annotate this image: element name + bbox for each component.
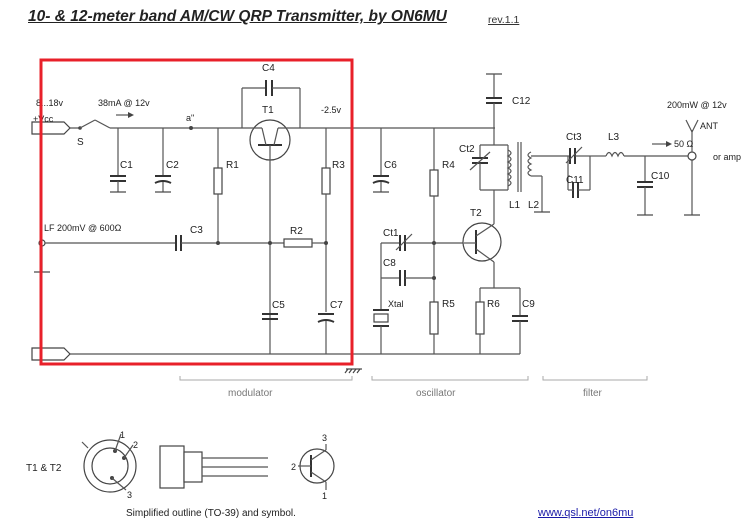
c11-label: C11 [566, 175, 584, 186]
modulator-highlight-box [39, 58, 354, 366]
pinout-3: 3 [127, 490, 132, 500]
page-title: 10- & 12-meter band AM/CW QRP Transmitte… [28, 8, 447, 25]
c2-label: C2 [166, 160, 179, 171]
antenna-label: ANT [700, 121, 719, 131]
resistor-r6 [475, 287, 520, 354]
to39-top-view [81, 433, 137, 493]
resistor-r2 [283, 238, 326, 248]
resistor-r1 [213, 128, 223, 243]
ground-terminal [31, 347, 71, 361]
l1-label: L1 [509, 200, 521, 211]
section-brackets [179, 376, 648, 381]
supply-rail [40, 119, 520, 355]
section-filter: filter [583, 388, 603, 399]
lf-input-label: LF 200mV @ 600Ω [44, 223, 122, 233]
r6-label: R6 [487, 299, 500, 310]
section-modulator: modulator [228, 388, 273, 399]
crystal-xtal [373, 309, 389, 354]
symbol-pin-1: 1 [322, 491, 327, 501]
supply-voltage-label: 8...18v [36, 98, 64, 108]
capacitor-c2 [154, 128, 172, 193]
symbol-pin-2: 2 [291, 462, 296, 472]
c7-label: C7 [330, 300, 343, 311]
capacitor-c6 [372, 128, 390, 193]
c3-label: C3 [190, 225, 203, 236]
c4-label: C4 [262, 63, 275, 74]
pinout-1: 1 [120, 430, 125, 440]
xtal-label: Xtal [388, 299, 404, 309]
resistor-r4 [429, 128, 439, 302]
ct3-label: Ct3 [566, 132, 582, 143]
transistor-t2 [462, 198, 502, 288]
t1-label: T1 [262, 105, 274, 116]
r5-label: R5 [442, 299, 455, 310]
symbol-pin-3: 3 [322, 433, 327, 443]
r3-label: R3 [332, 160, 345, 171]
capacitor-c4 [241, 80, 301, 128]
tank-ct2-l1 [469, 128, 533, 198]
bias-voltage-label: -2.5v [321, 105, 342, 115]
section-oscillator: oscillator [416, 388, 456, 399]
ground-symbol [344, 368, 362, 374]
capacitor-c7 [317, 313, 335, 354]
website-link[interactable]: www.qsl.net/on6mu [538, 507, 634, 519]
l3-label: L3 [608, 132, 620, 143]
c9-label: C9 [522, 299, 535, 310]
r1-label: R1 [226, 160, 239, 171]
c6-label: C6 [384, 160, 397, 171]
capacitor-c9 [512, 288, 528, 354]
resistor-r5 [429, 301, 439, 354]
r2-label: R2 [290, 226, 303, 237]
ct1-label: Ct1 [383, 228, 399, 239]
capacitor-c1 [110, 128, 126, 193]
l2-label: L2 [528, 200, 540, 211]
c8-label: C8 [383, 258, 396, 269]
capacitor-c5 [262, 313, 278, 320]
capacitor-c8 [381, 270, 434, 286]
impedance-label: 50 Ω [674, 139, 694, 149]
or-amp-label: or amp [713, 152, 741, 162]
switch-s [78, 119, 96, 130]
pinout-2: 2 [133, 440, 138, 450]
transistor-symbol [298, 444, 335, 490]
c10-label: C10 [651, 171, 670, 182]
filter-network [531, 146, 700, 216]
outline-caption: Simplified outline (TO-39) and symbol. [126, 508, 296, 519]
node-a-label: a" [186, 113, 194, 123]
lf-input [34, 235, 284, 273]
trimmer-ct1 [381, 233, 464, 251]
capacitor-c12 [486, 73, 502, 128]
t2-label: T2 [470, 208, 482, 219]
c12-label: C12 [512, 96, 531, 107]
c5-label: C5 [272, 300, 285, 311]
switch-label: S [77, 137, 84, 148]
output-power-label: 200mW @ 12v [667, 100, 727, 110]
vcc-label: +Vcc [33, 114, 54, 124]
r4-label: R4 [442, 160, 455, 171]
transistor-type-label: T1 & T2 [26, 463, 62, 474]
ct2-label: Ct2 [459, 144, 475, 155]
revision-link[interactable]: rev.1.1 [488, 14, 520, 26]
antenna-output [652, 119, 699, 161]
c1-label: C1 [120, 160, 133, 171]
current-label: 38mA @ 12v [98, 98, 150, 108]
to39-side-view [159, 445, 268, 489]
resistor-r3 [321, 128, 331, 312]
